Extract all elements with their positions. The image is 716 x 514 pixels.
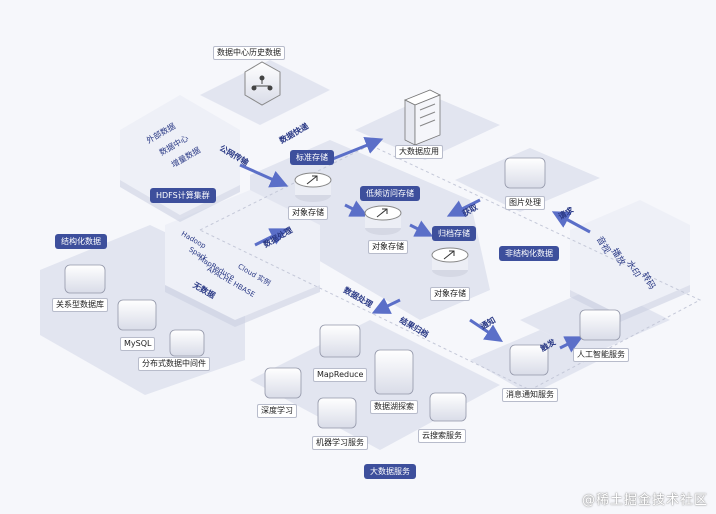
watermark: @稀土掘金技术社区: [581, 493, 708, 508]
plate-hdfs: [165, 190, 320, 320]
storage-icon: [431, 247, 469, 277]
object-storage-label-1: 对象存储: [288, 206, 328, 220]
arrow-store-2: [409, 220, 434, 237]
cloud-search-label: 云搜索服务: [418, 429, 466, 443]
ai-icon: [579, 309, 621, 341]
message-service-label: 消息通知服务: [502, 388, 558, 402]
arrow-process-2: [371, 297, 401, 314]
storage-icon: [294, 172, 332, 202]
big-data-service-tag: 大数据服务: [364, 464, 416, 479]
plate-external: [120, 95, 240, 215]
mysql-icon: [117, 299, 157, 331]
hdfs-cluster-tag: HDFS计算集群: [150, 188, 216, 203]
database-icon: [64, 264, 106, 294]
image-processing-label: 图片处理: [505, 196, 545, 210]
structured-tag: 结构化数据: [55, 234, 107, 249]
deep-learning-label: 深度学习: [257, 404, 297, 418]
middleware-icon: [169, 329, 205, 357]
archive-tag: 归档存储: [432, 226, 476, 241]
ai-service-label: 人工智能服务: [573, 348, 629, 362]
object-storage-label-3: 对象存储: [430, 287, 470, 301]
server-icon: [404, 89, 441, 146]
arrow-request: [551, 211, 591, 234]
arrow-hdfs: [254, 228, 289, 247]
search-icon: [429, 392, 467, 422]
object-storage-label-2: 对象存储: [368, 240, 408, 254]
ml-service-label: 机器学习服务: [312, 436, 368, 450]
arrow-public-transfer: [239, 163, 289, 188]
mysql-label: MySQL: [120, 337, 156, 351]
arrow-notify: [469, 318, 503, 342]
mapreduce-label: MapReduce: [313, 368, 368, 382]
mapreduce-icon: [319, 324, 361, 358]
standard-storage-tag: 标准存储: [290, 150, 334, 165]
arrow-store-1: [344, 200, 369, 217]
brain-icon: [317, 397, 357, 429]
plate-media: [570, 200, 690, 315]
cloud-icon: [374, 349, 414, 395]
arrow-fetch: [446, 198, 481, 217]
low-freq-tag: 低频访问存储: [360, 186, 420, 201]
dist-db-label: 分布式数据中间件: [138, 357, 210, 371]
message-icon: [509, 344, 549, 376]
network-icon: [244, 61, 281, 106]
deep-learning-icon: [264, 367, 302, 399]
history-label: 数据中心历史数据: [213, 46, 285, 60]
arrow-data-fast: [329, 136, 384, 162]
bigdata-app-label: 大数据应用: [395, 145, 443, 159]
data-search-label: 数据湖探索: [370, 400, 418, 414]
relational-db-label: 关系型数据库: [52, 298, 108, 312]
arrow-trigger: [559, 336, 584, 353]
storage-icon: [364, 205, 402, 235]
unstructured-tag: 非结构化数据: [499, 246, 559, 261]
image-icon: [504, 157, 546, 189]
